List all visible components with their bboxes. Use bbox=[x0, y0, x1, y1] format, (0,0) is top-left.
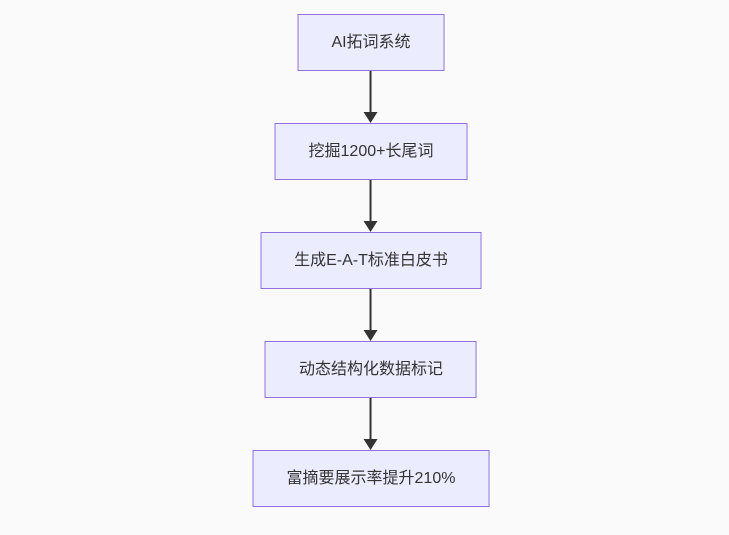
arrow-shaft bbox=[370, 71, 372, 113]
flow-arrow bbox=[364, 71, 378, 123]
node-structured-data-markup: 动态结构化数据标记 bbox=[264, 341, 477, 398]
node-rich-snippet-rate: 富摘要展示率提升210% bbox=[252, 450, 490, 507]
node-label: 生成E-A-T标准白皮书 bbox=[294, 252, 448, 269]
arrow-shaft bbox=[370, 180, 372, 222]
flow-arrow bbox=[364, 180, 378, 232]
node-ai-expansion-system: AI拓词系统 bbox=[297, 14, 445, 71]
node-label: 富摘要展示率提升210% bbox=[286, 470, 456, 487]
arrow-shaft bbox=[370, 289, 372, 331]
node-label: 动态结构化数据标记 bbox=[298, 361, 443, 378]
arrow-shaft bbox=[370, 398, 372, 440]
arrowhead-icon bbox=[364, 330, 378, 341]
flow-arrow bbox=[364, 398, 378, 450]
node-label: 挖掘1200+长尾词 bbox=[308, 143, 434, 160]
arrowhead-icon bbox=[364, 439, 378, 450]
node-longtail-keywords: 挖掘1200+长尾词 bbox=[274, 123, 468, 180]
flow-arrow bbox=[364, 289, 378, 341]
arrowhead-icon bbox=[364, 221, 378, 232]
arrowhead-icon bbox=[364, 112, 378, 123]
flowchart: AI拓词系统 挖掘1200+长尾词 生成E-A-T标准白皮书 动态结构化数据标记 bbox=[252, 14, 490, 507]
node-eat-whitepaper: 生成E-A-T标准白皮书 bbox=[260, 232, 482, 289]
node-label: AI拓词系统 bbox=[331, 34, 411, 51]
